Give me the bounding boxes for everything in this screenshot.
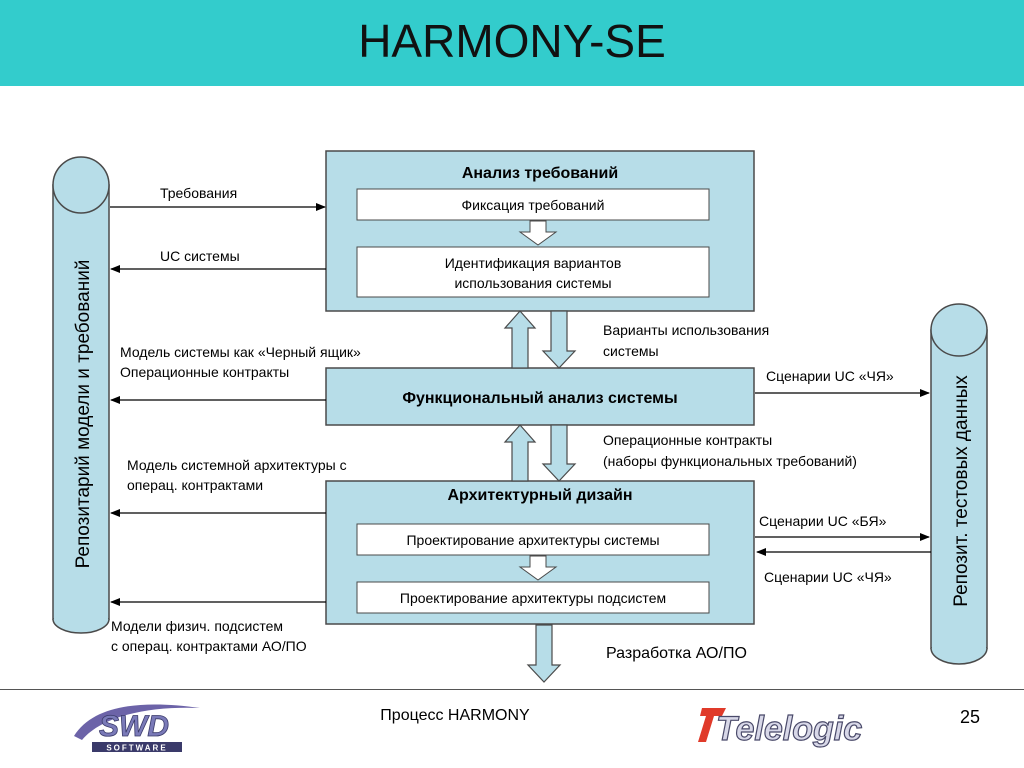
swd-logo-subtext: SOFTWARE (106, 744, 167, 753)
functional-analysis-box[interactable]: Функциональный анализ системы (325, 367, 755, 426)
label-scenarios-blackbox-1: Сценарии UC «ЧЯ» (766, 368, 894, 384)
block-arrow-down-development (526, 624, 562, 683)
label-development: Разработка АО/ПО (606, 645, 747, 662)
label-blackbox-model-1: Модель системы как «Черный ящик» (120, 344, 361, 360)
system-architecture-label: Проектирование архитектуры системы (406, 532, 659, 548)
swd-software-logo: SWD SOFTWARE (74, 704, 200, 753)
architecture-design-box[interactable]: Архитектурный дизайн Проектирование архи… (325, 480, 755, 625)
architecture-design-title: Архитектурный дизайн (447, 487, 632, 504)
requirements-analysis-title: Анализ требований (462, 165, 618, 182)
right-repository-cylinder[interactable]: Репозит. тестовых данных (930, 303, 988, 665)
page-number: 25 (959, 707, 980, 727)
telelogic-logo-text: Telelogic (716, 710, 862, 748)
label-operational-contracts-1: Операционные контракты (603, 432, 772, 448)
header-bar: HARMONY-SE (0, 0, 1024, 86)
label-physical-subsystems-2: с операц. контрактами АО/ПО (111, 638, 307, 654)
block-arrow-up-2 (503, 424, 537, 482)
label-use-cases-1: Варианты использования (603, 322, 769, 338)
right-repository-label: Репозит. тестовых данных (951, 375, 972, 607)
subsystem-architecture-label: Проектирование архитектуры подсистем (400, 590, 666, 606)
inner-down-arrow-1 (518, 220, 558, 246)
inner-down-arrow-2 (518, 555, 558, 581)
label-scenarios-whitebox: Сценарии UC «БЯ» (759, 513, 887, 529)
label-operational-contracts-2: (наборы функциональных требований) (603, 453, 857, 469)
label-uc-system: UC системы (160, 248, 240, 264)
label-system-architecture-model-2: операц. контрактами (127, 477, 263, 493)
footer-divider (0, 689, 1024, 690)
swd-logo-text: SWD (99, 710, 169, 743)
left-repository-cylinder[interactable]: Репозитарий модели и требований (52, 156, 110, 634)
footer-process-name: Процесс HARMONY (380, 707, 530, 724)
capture-requirements-label: Фиксация требований (462, 197, 605, 213)
telelogic-logo: Telelogic (698, 708, 863, 749)
subsystem-architecture-step[interactable] (356, 581, 710, 614)
left-repository-label: Репозитарий модели и требований (73, 260, 94, 569)
identify-use-cases-label-2: использования системы (454, 275, 611, 291)
label-blackbox-model-2: Операционные контракты (120, 364, 289, 380)
page-title: HARMONY-SE (358, 15, 666, 67)
label-system-architecture-model-1: Модель системной архитектуры с (127, 457, 347, 473)
label-physical-subsystems-1: Модели физич. подсистем (111, 618, 283, 634)
block-arrow-down-2 (541, 424, 577, 482)
block-arrow-down-1 (541, 310, 577, 369)
capture-requirements-step[interactable] (356, 188, 710, 221)
label-requirements: Требования (160, 185, 237, 201)
system-architecture-step[interactable] (356, 523, 710, 556)
block-arrow-up-1 (503, 310, 537, 369)
identify-use-cases-step[interactable] (356, 246, 710, 298)
identify-use-cases-label-1: Идентификация вариантов (445, 255, 622, 271)
label-scenarios-blackbox-2: Сценарии UC «ЧЯ» (764, 569, 892, 585)
requirements-analysis-box[interactable]: Анализ требований Фиксация требований Ид… (325, 150, 755, 312)
label-use-cases-2: системы (603, 343, 659, 359)
functional-analysis-title: Функциональный анализ системы (402, 390, 677, 407)
